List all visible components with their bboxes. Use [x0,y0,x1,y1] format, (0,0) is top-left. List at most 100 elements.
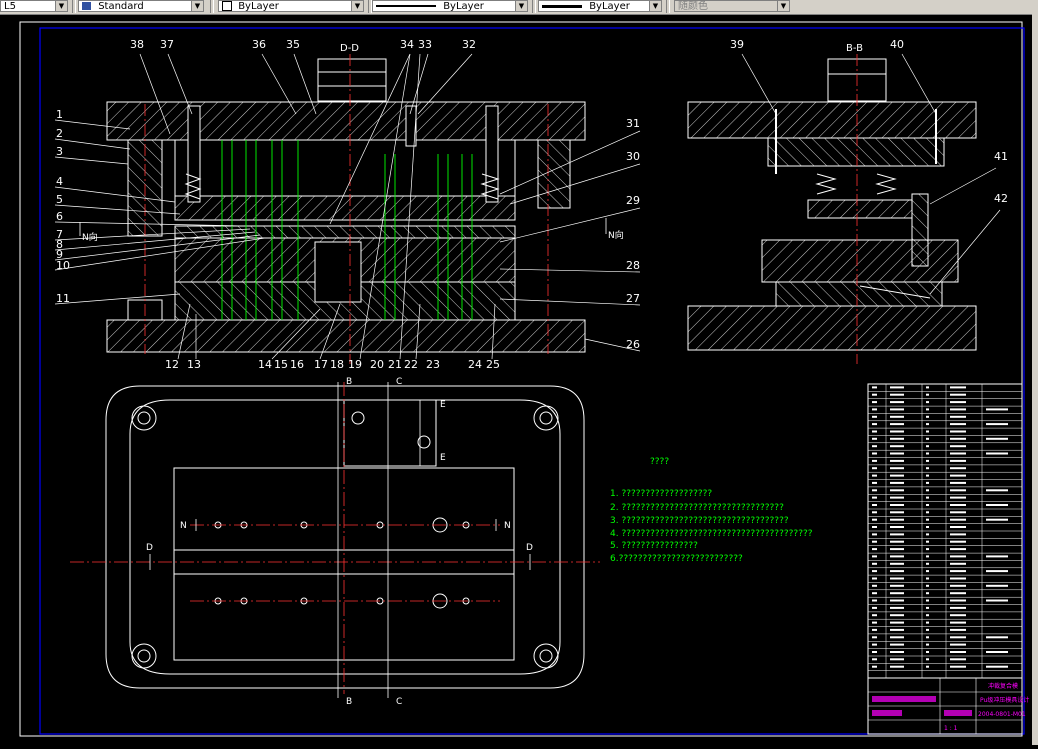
callout-leaders-side [741,53,1001,295]
parts-list-cell [890,437,904,440]
plotstyle-combo[interactable]: 随颜色 ▼ [674,0,790,12]
parts-list-cell [926,504,929,506]
parts-list-cell [950,474,966,477]
svg-text:18: 18 [330,358,344,371]
lineweight-preview-icon [542,4,582,8]
text-style-value: L5 [4,1,16,12]
parts-list-cell [890,496,904,499]
parts-list-cell [950,459,966,462]
svg-text:B: B [346,697,352,707]
centerlines-front [144,54,549,364]
parts-list-cell [872,665,877,668]
toolbar-separator [368,0,372,13]
toolbar-separator [210,0,214,13]
svg-text:37: 37 [160,38,174,51]
shank [317,58,387,102]
svg-text:16: 16 [290,358,304,371]
parts-list-cell [950,481,966,484]
parts-list-cell [950,504,966,506]
parts-list-cell [926,628,929,631]
screw-left [187,105,201,203]
parts-list-cell [926,467,929,470]
plan-outline-inner [129,399,561,675]
strip [174,225,516,239]
chevron-down-icon[interactable]: ▼ [777,1,789,11]
toolbar-separator [532,0,536,13]
chevron-down-icon[interactable]: ▼ [351,1,363,11]
drawing-svg: D-D [19,21,1029,737]
parts-list-cell [890,599,904,602]
parts-list-cell [890,386,904,389]
title-block-signatures [872,710,902,716]
parts-list-cell [926,511,929,514]
bottom-plate [106,319,586,353]
svg-text:14: 14 [258,358,272,371]
parts-list-cell [872,518,877,521]
parts-list-cell [890,511,904,514]
svg-text:41: 41 [994,150,1008,163]
parts-list-cell [872,599,877,602]
parts-list-cell [890,518,904,521]
parts-list-cell [950,423,966,426]
parts-list-cell [986,423,1008,426]
dim-style-combo[interactable]: Standard ▼ [78,0,204,12]
svg-text:4: 4 [56,175,63,188]
parts-list-cell [986,570,1008,573]
parts-list-cell [926,401,929,404]
note-item: 4. ?????????????????????????????????????… [610,529,813,539]
dowel [405,105,417,147]
parts-list-cell [950,540,966,543]
text-style-combo[interactable]: L5 ▼ [0,0,68,12]
chevron-down-icon[interactable]: ▼ [55,1,67,11]
parts-list-cell [890,445,904,448]
parts-list-cell [890,459,904,462]
parts-list-cell [890,562,904,565]
top-plate [106,101,586,141]
svg-text:15: 15 [274,358,288,371]
parts-list-cell [926,445,929,448]
plan-view[interactable]: B C E B C E D D N N [70,377,600,707]
linetype-value: ByLayer [443,1,484,12]
parts-list-cell [986,599,1008,602]
n-dir-right-label: N向 [608,229,624,241]
lineweight-combo[interactable]: ByLayer ▼ [538,0,662,12]
guide-hole [131,405,157,431]
svg-text:38: 38 [130,38,144,51]
parts-list-cell [890,408,904,411]
parts-list-cell [950,614,966,617]
linetype-combo[interactable]: ByLayer ▼ [372,0,528,12]
parts-list-cell [926,423,929,426]
title-block-scale: 1 : 1 [944,725,958,732]
note-item: 1. ??????????????????? [610,489,712,499]
spring-side-left [815,173,837,195]
parts-list-cell [890,658,904,661]
svg-text:35: 35 [286,38,300,51]
parts-list-cell [890,423,904,426]
svg-text:9: 9 [56,248,63,261]
svg-text:5: 5 [56,193,63,206]
svg-text:22: 22 [404,358,418,371]
side-section-view[interactable]: B-B [687,43,977,364]
chevron-down-icon[interactable]: ▼ [649,1,661,11]
parts-list-cell [890,665,904,668]
parts-list-cell [950,592,966,595]
callout-leaders-front [54,53,641,360]
parts-list-cell [872,459,877,462]
vertical-scrollbar[interactable] [1032,14,1038,745]
parts-list-cell [872,628,877,631]
die-holder-side [775,281,943,307]
chevron-down-icon[interactable]: ▼ [515,1,527,11]
plan-side-block [343,399,437,467]
svg-text:13: 13 [187,358,201,371]
parts-list-cell [986,665,1008,668]
drawing-canvas[interactable]: D-D [0,14,1038,745]
svg-text:24: 24 [468,358,482,371]
svg-text:20: 20 [370,358,384,371]
parts-list-cell [890,570,904,573]
pin-hole [351,411,365,425]
color-combo[interactable]: ByLayer ▼ [218,0,364,12]
top-plate-side [687,101,977,139]
front-section-view[interactable]: D-D [79,43,624,364]
parts-list-cell [926,658,929,661]
chevron-down-icon[interactable]: ▼ [191,1,203,11]
